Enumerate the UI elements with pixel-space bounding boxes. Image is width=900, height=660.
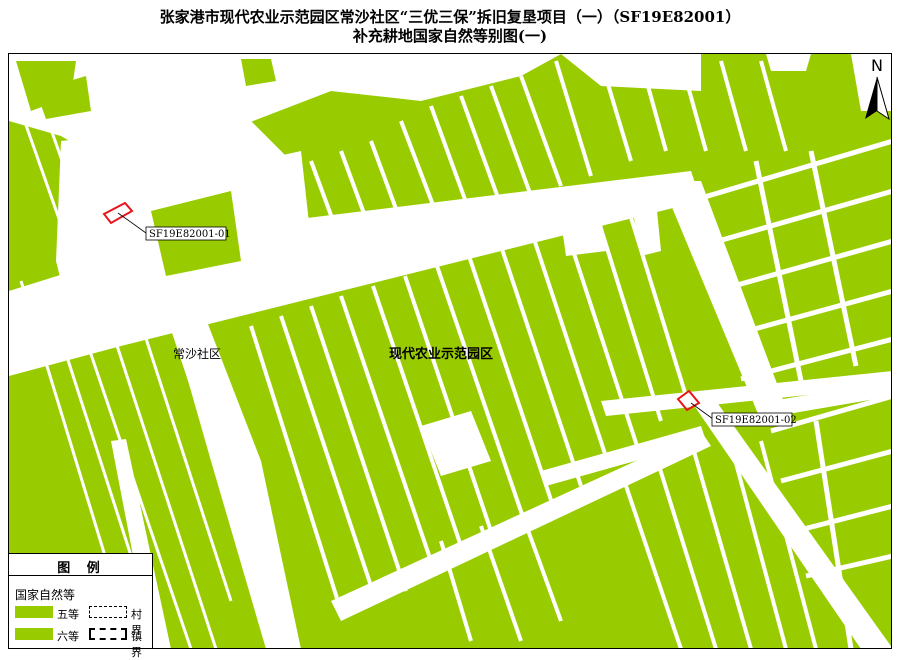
top-left-fields	[16, 59, 276, 276]
area-label-community: 常沙社区	[173, 346, 221, 361]
north-label: N	[871, 56, 883, 75]
legend-subtitle: 国家自然等	[15, 588, 76, 602]
legend-title: 图 例	[57, 561, 106, 576]
legend: 图 例 国家自然等 五等 村界 六等 镇界	[8, 553, 153, 659]
field-divisions-center	[249, 60, 788, 612]
parcel-02-label: SF19E82001-02	[715, 415, 797, 426]
legend-town-boundary-icon	[89, 628, 127, 640]
legend-swatch-grade6	[15, 628, 53, 640]
map-frame: SF19E82001-01 SF19E82001-02 常沙社区 现代农业示范园…	[8, 53, 892, 649]
parcel-01-label-box: SF19E82001-01	[145, 226, 231, 241]
map-title-line2: 补充耕地国家自然等别图(一)	[352, 27, 548, 45]
legend-label-grade6: 六等	[57, 630, 79, 643]
map-canvas: SF19E82001-01 SF19E82001-02 常沙社区 现代农业示范园…	[9, 54, 891, 648]
map-title-line1: 张家港市现代农业示范园区常沙社区“三优三保”拆旧复垦项目（一）（SF19E820…	[159, 8, 741, 26]
legend-label-town-boundary: 镇界	[131, 630, 142, 659]
legend-divider	[9, 575, 152, 576]
legend-label-village-boundary: 村界	[131, 608, 142, 637]
parcel-01-label: SF19E82001-01	[149, 229, 231, 240]
area-label-park: 现代农业示范园区	[389, 346, 493, 362]
legend-label-grade5: 五等	[57, 608, 79, 621]
legend-swatch-grade5	[15, 606, 53, 618]
north-arrow-icon: N	[865, 56, 890, 121]
parcel-01[interactable]	[102, 201, 147, 234]
parcel-02-label-box: SF19E82001-02	[711, 412, 797, 427]
legend-village-boundary-icon	[89, 606, 127, 618]
parcel-02[interactable]	[676, 389, 714, 420]
